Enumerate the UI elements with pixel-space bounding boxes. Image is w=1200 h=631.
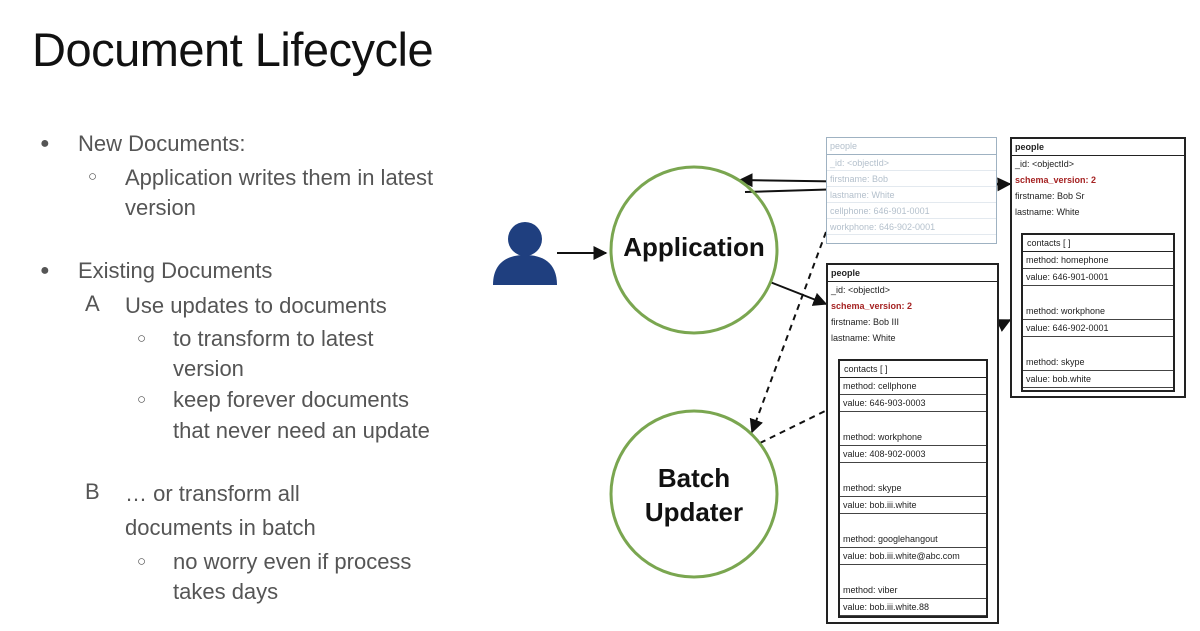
contacts-header: contacts [ ]	[840, 361, 986, 378]
document-field: _id: <objectId>	[831, 285, 891, 295]
contact-value: value: bob.iii.white@abc.com	[840, 548, 986, 565]
document-card-bob-sr: people _id: <objectId> schema_version: 2…	[1010, 137, 1186, 398]
batch-updater-circle	[609, 409, 779, 579]
document-header: people	[1012, 139, 1184, 156]
document-field: _id: <objectId>	[1015, 159, 1075, 169]
contact-value: value: 646-903-0003	[840, 395, 986, 412]
application-label: Application	[623, 232, 765, 262]
old-document-row: lastname: White	[827, 187, 996, 203]
contact-value: value: bob.white	[1023, 371, 1173, 388]
contact-method: method: skype	[1023, 354, 1173, 371]
option-b-line1: … or transform all	[125, 481, 300, 506]
contact-method: method: cellphone	[840, 378, 986, 395]
user-icon	[493, 222, 557, 285]
option-a-marker: A	[85, 291, 100, 316]
bullet-ring: ○	[88, 168, 98, 185]
option-a-sub2-line1: keep forever documents	[173, 387, 410, 412]
option-a-sub1-line2: version	[173, 356, 244, 381]
document-field: lastname: White	[831, 333, 896, 343]
application-circle	[609, 165, 779, 335]
bullet-dot: ●	[40, 135, 50, 152]
page-title: Document Lifecycle	[32, 23, 434, 76]
option-b-marker: B	[85, 479, 100, 504]
old-document-row: workphone: 646-902-0001	[827, 219, 996, 235]
document-field: lastname: White	[1015, 207, 1080, 217]
batch-updater-label-line1: Batch	[657, 463, 731, 493]
bullet-new-docs-line2: version	[125, 195, 196, 220]
contact-value: value: 646-902-0001	[1023, 320, 1173, 337]
contacts-header: contacts [ ]	[1023, 235, 1173, 252]
contact-method: method: viber	[840, 582, 986, 599]
application-to-doc-iii-arrow	[769, 281, 828, 306]
bullet-ring: ○	[137, 553, 147, 570]
option-b-sub1-line2: takes days	[173, 579, 279, 604]
bullet-new-documents: New Documents:	[78, 131, 246, 156]
document-field: firstname: Bob Sr	[1015, 191, 1085, 201]
bullet-dot: ●	[40, 262, 50, 279]
old-document-row: cellphone: 646-901-0001	[827, 203, 996, 219]
option-a-sub1-line1: to transform to latest	[173, 326, 374, 351]
batch-updater-label: Batch Updater	[612, 461, 776, 529]
contacts-array: contacts [ ] method: homephone value: 64…	[1021, 233, 1175, 392]
bullet-list: ● New Documents: ○ Application writes th…	[0, 0, 480, 631]
old-document-row: _id: <objectId>	[827, 155, 996, 171]
old-document-row: firstname: Bob	[827, 171, 996, 187]
contact-value: value: bob.iii.white.88	[840, 599, 986, 616]
document-card-bob-iii: people _id: <objectId> schema_version: 2…	[826, 263, 999, 624]
option-b-sub1-line1: no worry even if process	[173, 549, 412, 574]
bullet-ring: ○	[137, 391, 147, 408]
option-a-text: Use updates to documents	[125, 293, 387, 318]
schema-version-field: schema_version: 2	[1015, 175, 1097, 185]
contact-value: value: bob.iii.white	[840, 497, 986, 514]
contact-method: method: skype	[840, 480, 986, 497]
contact-method: method: workphone	[1023, 303, 1173, 320]
contact-value: value: 408-902-0003	[840, 446, 986, 463]
bullet-new-docs-line1: Application writes them in latest	[125, 165, 434, 190]
document-field: firstname: Bob III	[831, 317, 900, 327]
contact-method: method: workphone	[840, 429, 986, 446]
contact-value: value: 646-901-0001	[1023, 269, 1173, 286]
option-b-line2: documents in batch	[125, 515, 316, 540]
faded-doc-to-batch-arrow	[749, 231, 827, 434]
old-document-header: people	[827, 138, 996, 155]
schema-version-field: schema_version: 2	[831, 301, 913, 311]
old-document-card: people _id: <objectId> firstname: Bob la…	[826, 137, 997, 244]
contact-method: method: googlehangout	[840, 531, 986, 548]
batch-updater-label-line2: Updater	[644, 497, 744, 527]
option-a-sub2-line2: that never need an update	[173, 418, 430, 443]
document-header: people	[828, 265, 997, 282]
bullet-existing-documents: Existing Documents	[78, 258, 273, 283]
contact-method: method: homephone	[1023, 252, 1173, 269]
bullet-ring: ○	[137, 330, 147, 347]
contacts-array: contacts [ ] method: cellphone value: 64…	[838, 359, 988, 618]
